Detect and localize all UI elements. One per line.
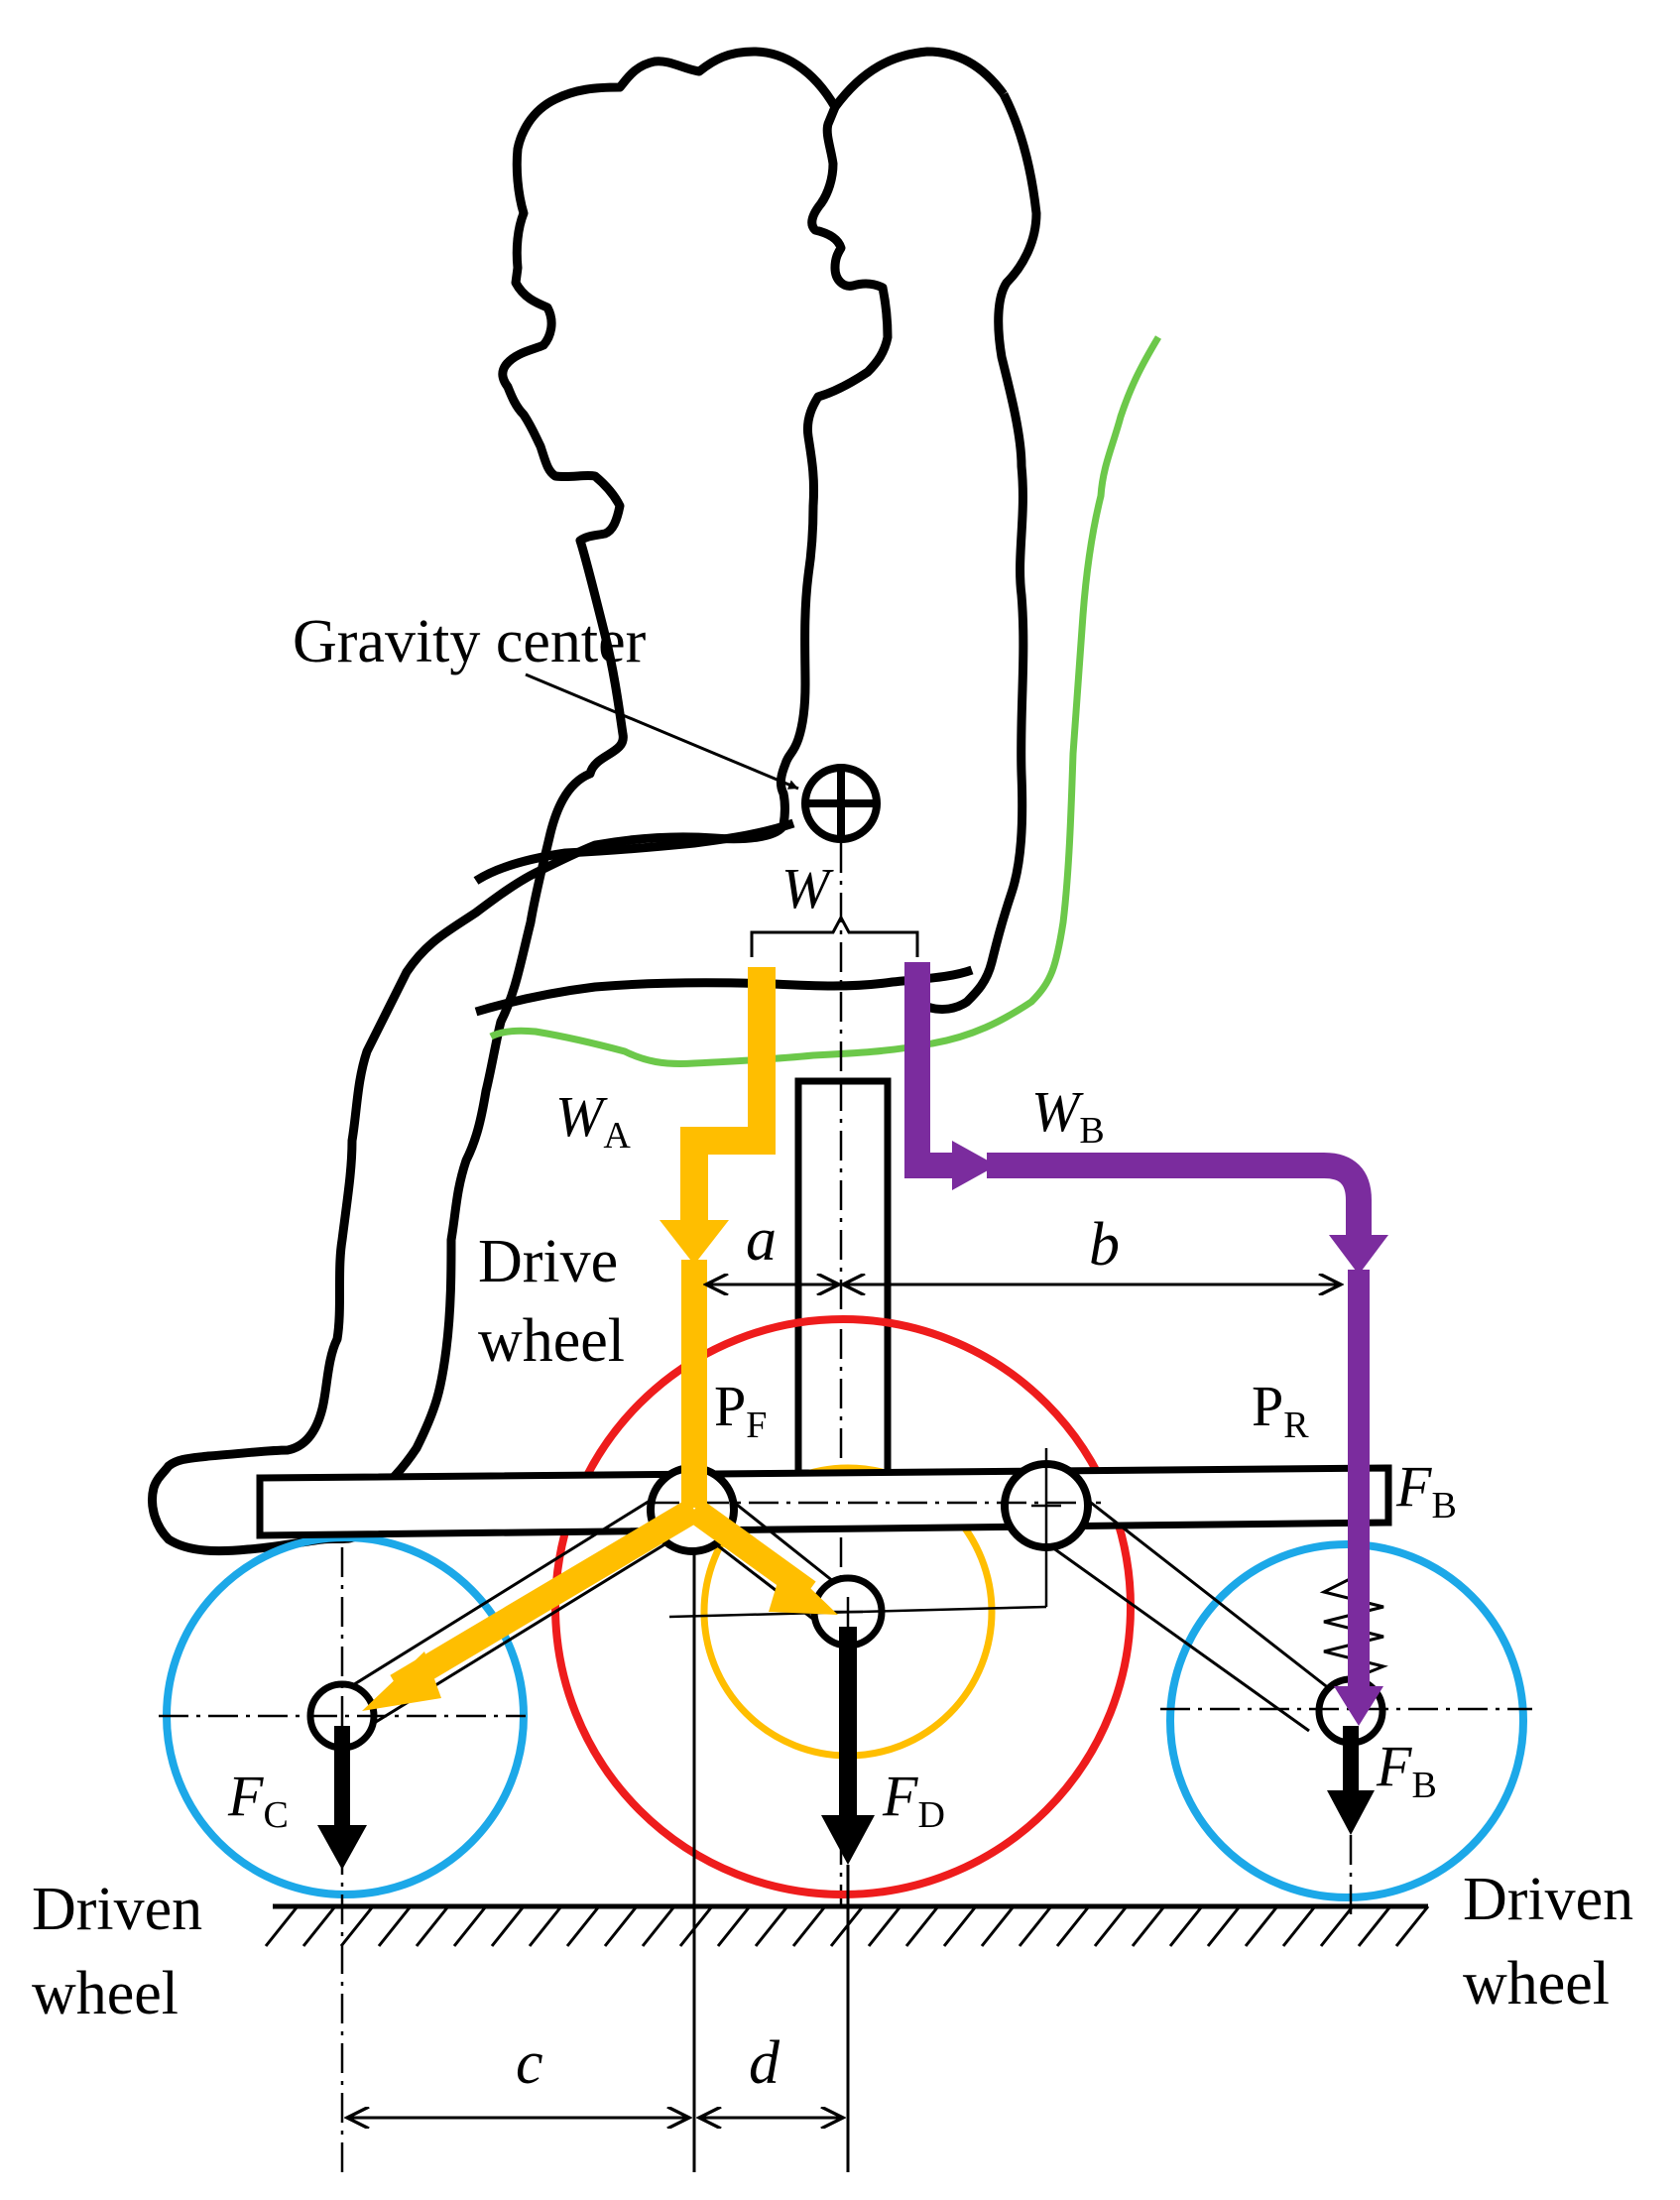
driven-wheel-right (1166, 1540, 1527, 1901)
ground-hatch-mark (942, 1905, 978, 1947)
ground-hatch-mark (1357, 1905, 1392, 1947)
person-back-outline (914, 91, 1041, 1014)
ground-hatch-mark (490, 1905, 526, 1947)
ground-hatch-mark (452, 1905, 488, 1947)
dimension-d-label: d (749, 2029, 780, 2097)
person-thigh-top (473, 818, 795, 885)
load-path-WB (904, 962, 1388, 1726)
ground-hatch-mark (1281, 1905, 1317, 1947)
force-FD-arrow (821, 1627, 875, 1865)
PR-label: PR (1252, 1374, 1309, 1446)
ground-hatch-mark (528, 1905, 563, 1947)
person-seat-line (474, 965, 974, 1017)
ground-hatch-mark (980, 1905, 1016, 1947)
ground-hatch-mark (339, 1905, 375, 1947)
ground-hatch-mark (264, 1905, 300, 1947)
ground-hatch-mark (377, 1905, 413, 1947)
ground-hatch-mark (415, 1905, 450, 1947)
seat-post (794, 1077, 892, 1477)
ground-hatch-mark (791, 1905, 827, 1947)
WB-label: WB (1031, 1079, 1105, 1152)
force-FB-arrow (1327, 1726, 1375, 1835)
dimension-a-label: a (746, 1206, 777, 1274)
driven-wheel-left-line2: wheel (32, 1960, 179, 2027)
driven-wheel-right-line2: wheel (1463, 1950, 1610, 2017)
ground-hatch-mark (867, 1905, 902, 1947)
gravity-center-label: Gravity center (293, 608, 647, 675)
ground-hatch-mark (716, 1905, 752, 1947)
FC-label: FC (227, 1764, 289, 1836)
ground-hatch-mark (1093, 1905, 1129, 1947)
seat-back-cushion (489, 335, 1162, 1067)
drive-wheel-label-line2: wheel (478, 1307, 625, 1375)
ground-hatch-mark (1319, 1905, 1355, 1947)
ground-hatch-mark (641, 1905, 676, 1947)
ground-hatch-mark (1206, 1905, 1242, 1947)
ground-hatch-mark (603, 1905, 639, 1947)
ground-hatch-mark (301, 1905, 337, 1947)
ground-hatch-mark (565, 1905, 601, 1947)
ground-hatch-mark (1131, 1905, 1166, 1947)
dimension-c-label: c (516, 2029, 543, 2097)
person-silhouette (148, 47, 893, 1556)
ground-hatch-mark (904, 1905, 940, 1947)
ground-hatch-mark (1018, 1905, 1053, 1947)
WA-label: WA (555, 1084, 631, 1157)
person-head-top (831, 47, 1008, 110)
ground-hatch-mark (1244, 1905, 1279, 1947)
pivot-center-crosses (668, 1448, 1061, 1627)
PF-label: PF (714, 1374, 767, 1446)
driven-wheel-right-line1: Driven (1463, 1866, 1633, 1933)
force-FC-arrow (317, 1726, 367, 1870)
ground-hatch-mark (1055, 1905, 1091, 1947)
gravity-center-icon (801, 764, 881, 843)
ground-hatch-mark (829, 1905, 865, 1947)
load-path-WA (362, 967, 838, 1711)
ground-hatch-mark (678, 1905, 714, 1947)
FB-top-label: FB (1395, 1454, 1457, 1527)
ground-hatch-mark (1168, 1905, 1204, 1947)
hatched-ground-icon (264, 1903, 1430, 1947)
dimension-b-label: b (1089, 1211, 1120, 1279)
weight-brace (750, 914, 919, 957)
ground-hatch-mark (1394, 1905, 1430, 1947)
FD-label: FD (882, 1764, 945, 1836)
driven-wheel-left-line1: Driven (32, 1876, 202, 1943)
drive-wheel-label-line1: Drive (478, 1228, 618, 1295)
weight-label: W (781, 856, 834, 920)
FB-label: FB (1376, 1734, 1437, 1806)
gravity-center-leader (525, 672, 799, 791)
ground-hatch-mark (754, 1905, 789, 1947)
